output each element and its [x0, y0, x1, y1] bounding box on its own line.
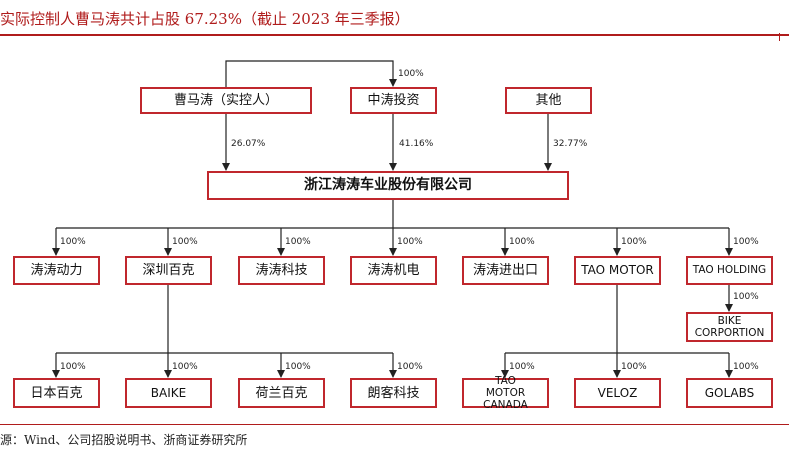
company-box: 浙江涛涛车业股份有限公司 [207, 171, 569, 200]
chart-title: 实际控制人曹马涛共计占股 67.23%（截止 2023 年三季报） [0, 10, 410, 28]
shareholder-box-zhongtao: 中涛投资 [350, 87, 437, 114]
baike-child-pct-label: 100% [172, 362, 198, 372]
subsidiary-pct-label: 100% [60, 237, 86, 247]
subsidiary-pct-label: 100% [172, 237, 198, 247]
baike-child-pct-label: 100% [60, 362, 86, 372]
taomotor-child-box-veloz: VELOZ [574, 378, 661, 408]
taomotor-child-box-canada: TAO MOTOR CANADA [462, 375, 549, 411]
subsidiary-box-taotao-import-export: 涛涛进出口 [462, 256, 549, 285]
control-pct-label: 100% [398, 69, 424, 79]
subsidiary-pct-label: 100% [621, 237, 647, 247]
baike-child-box-netherlands-baike: 荷兰百克 [238, 378, 325, 408]
source-note: 源：Wind、公司招股说明书、浙商证券研究所 [0, 433, 248, 447]
baike-child-pct-label: 100% [397, 362, 423, 372]
subsidiary-pct-label: 100% [397, 237, 423, 247]
baike-child-box-langke-tech: 朗客科技 [350, 378, 437, 408]
taoholding-child-pct-label: 100% [733, 292, 759, 302]
footer-divider [0, 424, 789, 425]
taomotor-child-pct-label: 100% [621, 362, 647, 372]
subsidiary-box-taotao-power: 涛涛动力 [13, 256, 100, 285]
subsidiary-box-shenzhen-baike: 深圳百克 [125, 256, 212, 285]
subsidiary-box-tao-motor: TAO MOTOR [574, 256, 661, 285]
title-divider [0, 34, 789, 36]
taomotor-child-box-golabs: GOLABS [686, 378, 773, 408]
title-divider-tick [779, 33, 780, 41]
shareholder-pct-label: 41.16% [399, 139, 434, 149]
control-link-line [225, 60, 397, 87]
shareholder-box-caomatao: 曹马涛（实控人） [140, 87, 312, 114]
shareholder-box-others: 其他 [505, 87, 592, 114]
taomotor-child-pct-label: 100% [733, 362, 759, 372]
subsidiary-pct-label: 100% [285, 237, 311, 247]
taomotor-child-pct-label: 100% [509, 362, 535, 372]
shareholder-pct-label: 32.77% [553, 139, 588, 149]
subsidiary-pct-label: 100% [509, 237, 535, 247]
baike-child-box-baike: BAIKE [125, 378, 212, 408]
baike-child-pct-label: 100% [285, 362, 311, 372]
subsidiary-box-taotao-electromech: 涛涛机电 [350, 256, 437, 285]
subsidiary-box-taotao-tech: 涛涛科技 [238, 256, 325, 285]
subsidiary-box-tao-holding: TAO HOLDING [686, 256, 773, 285]
subsidiary-pct-label: 100% [733, 237, 759, 247]
shareholder-pct-label: 26.07% [231, 139, 266, 149]
bike-corporation-box: BIKE CORPORTION [686, 312, 773, 342]
baike-child-box-japan-baike: 日本百克 [13, 378, 100, 408]
